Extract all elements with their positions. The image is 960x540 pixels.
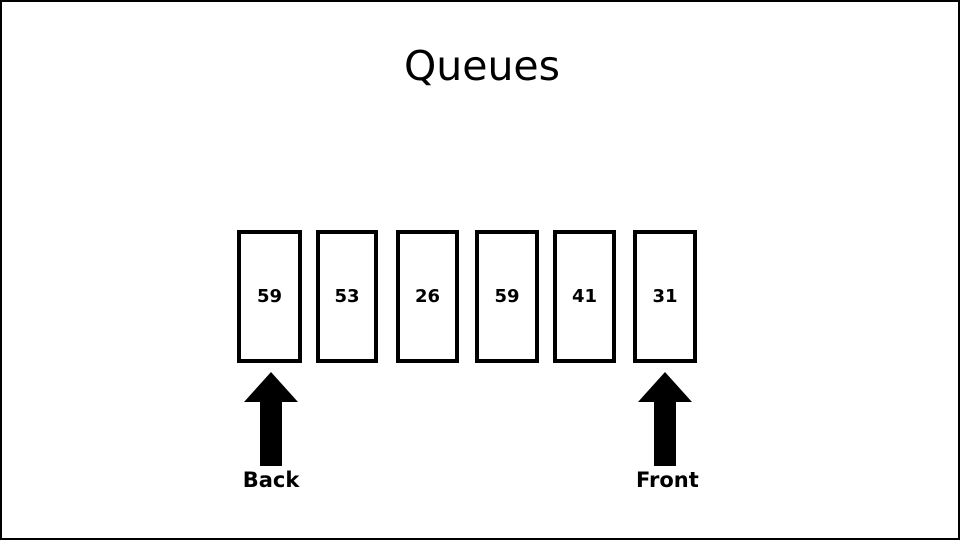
queue-cell-value: 53 xyxy=(334,285,360,307)
front-pointer-label: Front xyxy=(636,468,699,492)
queue-cell[interactable]: 59 xyxy=(475,230,539,363)
queue-cell-value: 31 xyxy=(652,285,678,307)
queue-cell[interactable]: 59 xyxy=(237,230,302,363)
page-title: Queues xyxy=(403,42,561,90)
queue-cell[interactable]: 31 xyxy=(633,230,697,363)
queue-cell-value: 26 xyxy=(414,285,441,307)
back-pointer[interactable]: Back xyxy=(242,371,300,497)
front-pointer[interactable]: Front xyxy=(636,371,699,497)
queue-cell[interactable]: 41 xyxy=(553,230,616,363)
arrow-up-icon xyxy=(244,372,298,466)
queue-cell-value: 59 xyxy=(256,285,283,307)
queue-cell[interactable]: 53 xyxy=(316,230,378,363)
queue-cell[interactable]: 26 xyxy=(396,230,459,363)
arrow-up-icon xyxy=(638,372,692,466)
back-pointer-label: Back xyxy=(242,468,300,492)
queue-cell-value: 59 xyxy=(494,285,520,307)
queue-cell-value: 41 xyxy=(571,285,598,307)
